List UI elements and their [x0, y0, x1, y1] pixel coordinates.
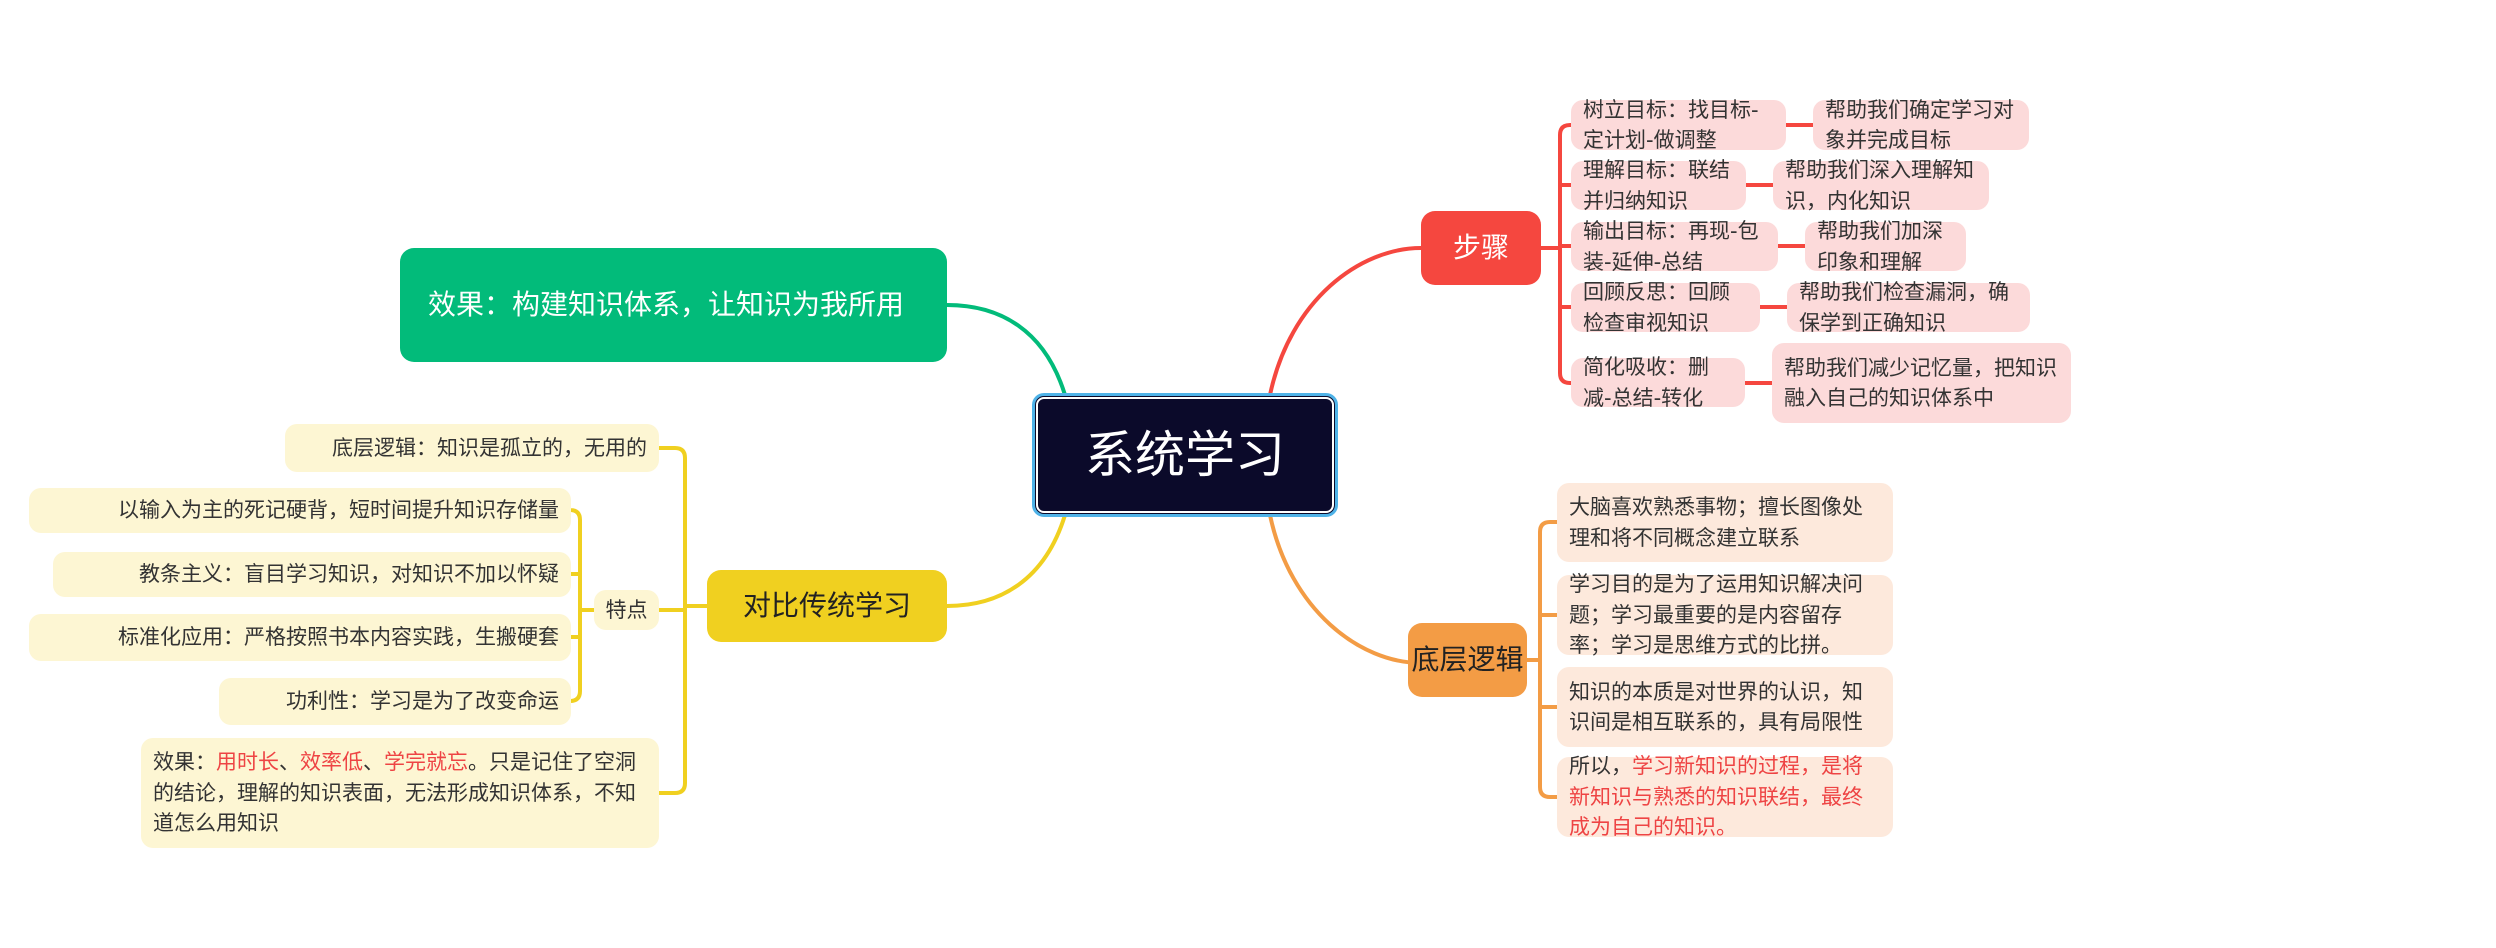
feature-item[interactable]: 功利性：学习是为了改变命运: [219, 678, 571, 725]
logic-node[interactable]: 底层逻辑: [1408, 623, 1527, 697]
effect-prefix: 效果：: [153, 750, 216, 775]
effect-highlight: 学完就忘: [384, 750, 468, 775]
feature-item[interactable]: 以输入为主的死记硬背，短时间提升知识存储量: [29, 488, 571, 533]
connector-traditional: [946, 514, 1067, 608]
step-benefit[interactable]: 帮助我们确定学习对象并完成目标: [1813, 98, 2029, 152]
steps-node[interactable]: 步骤: [1421, 211, 1541, 285]
logic-bracket: [1527, 520, 1557, 799]
traditional-bracket: [569, 446, 707, 795]
steps-bracket: [1541, 123, 1813, 385]
step-benefit[interactable]: 帮助我们减少记忆量，把知识融入自己的知识体系中: [1772, 343, 2071, 423]
feature-item[interactable]: 教条主义：盲目学习知识，对知识不加以怀疑: [53, 552, 571, 597]
logic-item[interactable]: 知识的本质是对世界的认识，知识间是相互联系的，具有局限性: [1557, 667, 1893, 747]
conclusion-highlight: 学习新知识的过程，是将新知识与熟悉的知识联结，最终成为自己的知识。: [1569, 754, 1863, 840]
step-item[interactable]: 回顾反思：回顾检查审视知识: [1571, 280, 1760, 335]
feature-item[interactable]: 标准化应用：严格按照书本内容实践，生搬硬套: [29, 614, 571, 661]
conclusion-prefix: 所以，: [1569, 754, 1632, 779]
connector-steps: [1268, 246, 1422, 396]
effect-text: 效果：用时长、效率低、学完就忘。只是记住了空洞的结论，理解的知识表面，无法形成知…: [153, 747, 647, 838]
effect-highlight: 用时长: [216, 750, 279, 775]
step-benefit[interactable]: 帮助我们加深印象和理解: [1805, 219, 1966, 274]
step-item[interactable]: 理解目标：联结并归纳知识: [1571, 158, 1746, 213]
traditional-logic[interactable]: 底层逻辑：知识是孤立的，无用的: [285, 424, 659, 472]
connector-logic: [1268, 514, 1422, 665]
central-topic[interactable]: 系统学习: [1032, 393, 1338, 517]
effect-highlight: 效率低: [300, 750, 363, 775]
logic-conclusion[interactable]: 所以，学习新知识的过程，是将新知识与熟悉的知识联结，最终成为自己的知识。: [1557, 754, 1893, 839]
effect-separator: 、: [279, 750, 300, 775]
traditional-effect[interactable]: 效果：用时长、效率低、学完就忘。只是记住了空洞的结论，理解的知识表面，无法形成知…: [141, 738, 659, 848]
step-benefit[interactable]: 帮助我们深入理解知识，内化知识: [1773, 158, 1989, 213]
step-benefit[interactable]: 帮助我们检查漏洞，确保学到正确知识: [1787, 280, 2030, 335]
logic-item[interactable]: 大脑喜欢熟悉事物；擅长图像处理和将不同概念建立联系: [1557, 483, 1893, 562]
effect-rest: 。只是记住了空洞的结论，理解的知识表面，无法形成知识体系，不知道怎么用知识: [153, 750, 636, 836]
features-node[interactable]: 特点: [594, 590, 659, 630]
step-item[interactable]: 简化吸收：删减-总结-转化: [1571, 355, 1745, 410]
effect-separator: 、: [363, 750, 384, 775]
effect-node[interactable]: 效果：构建知识体系，让知识为我所用: [400, 248, 947, 362]
step-item[interactable]: 树立目标：找目标-定计划-做调整: [1571, 98, 1786, 152]
logic-item[interactable]: 学习目的是为了运用知识解决问题；学习最重要的是内容留存率；学习是思维方式的比拼。: [1557, 572, 1893, 657]
connector-effect: [946, 303, 1067, 396]
step-item[interactable]: 输出目标：再现-包装-延伸-总结: [1571, 219, 1778, 274]
traditional-node[interactable]: 对比传统学习: [707, 570, 947, 642]
conclusion-text: 所以，学习新知识的过程，是将新知识与熟悉的知识联结，最终成为自己的知识。: [1569, 751, 1881, 842]
